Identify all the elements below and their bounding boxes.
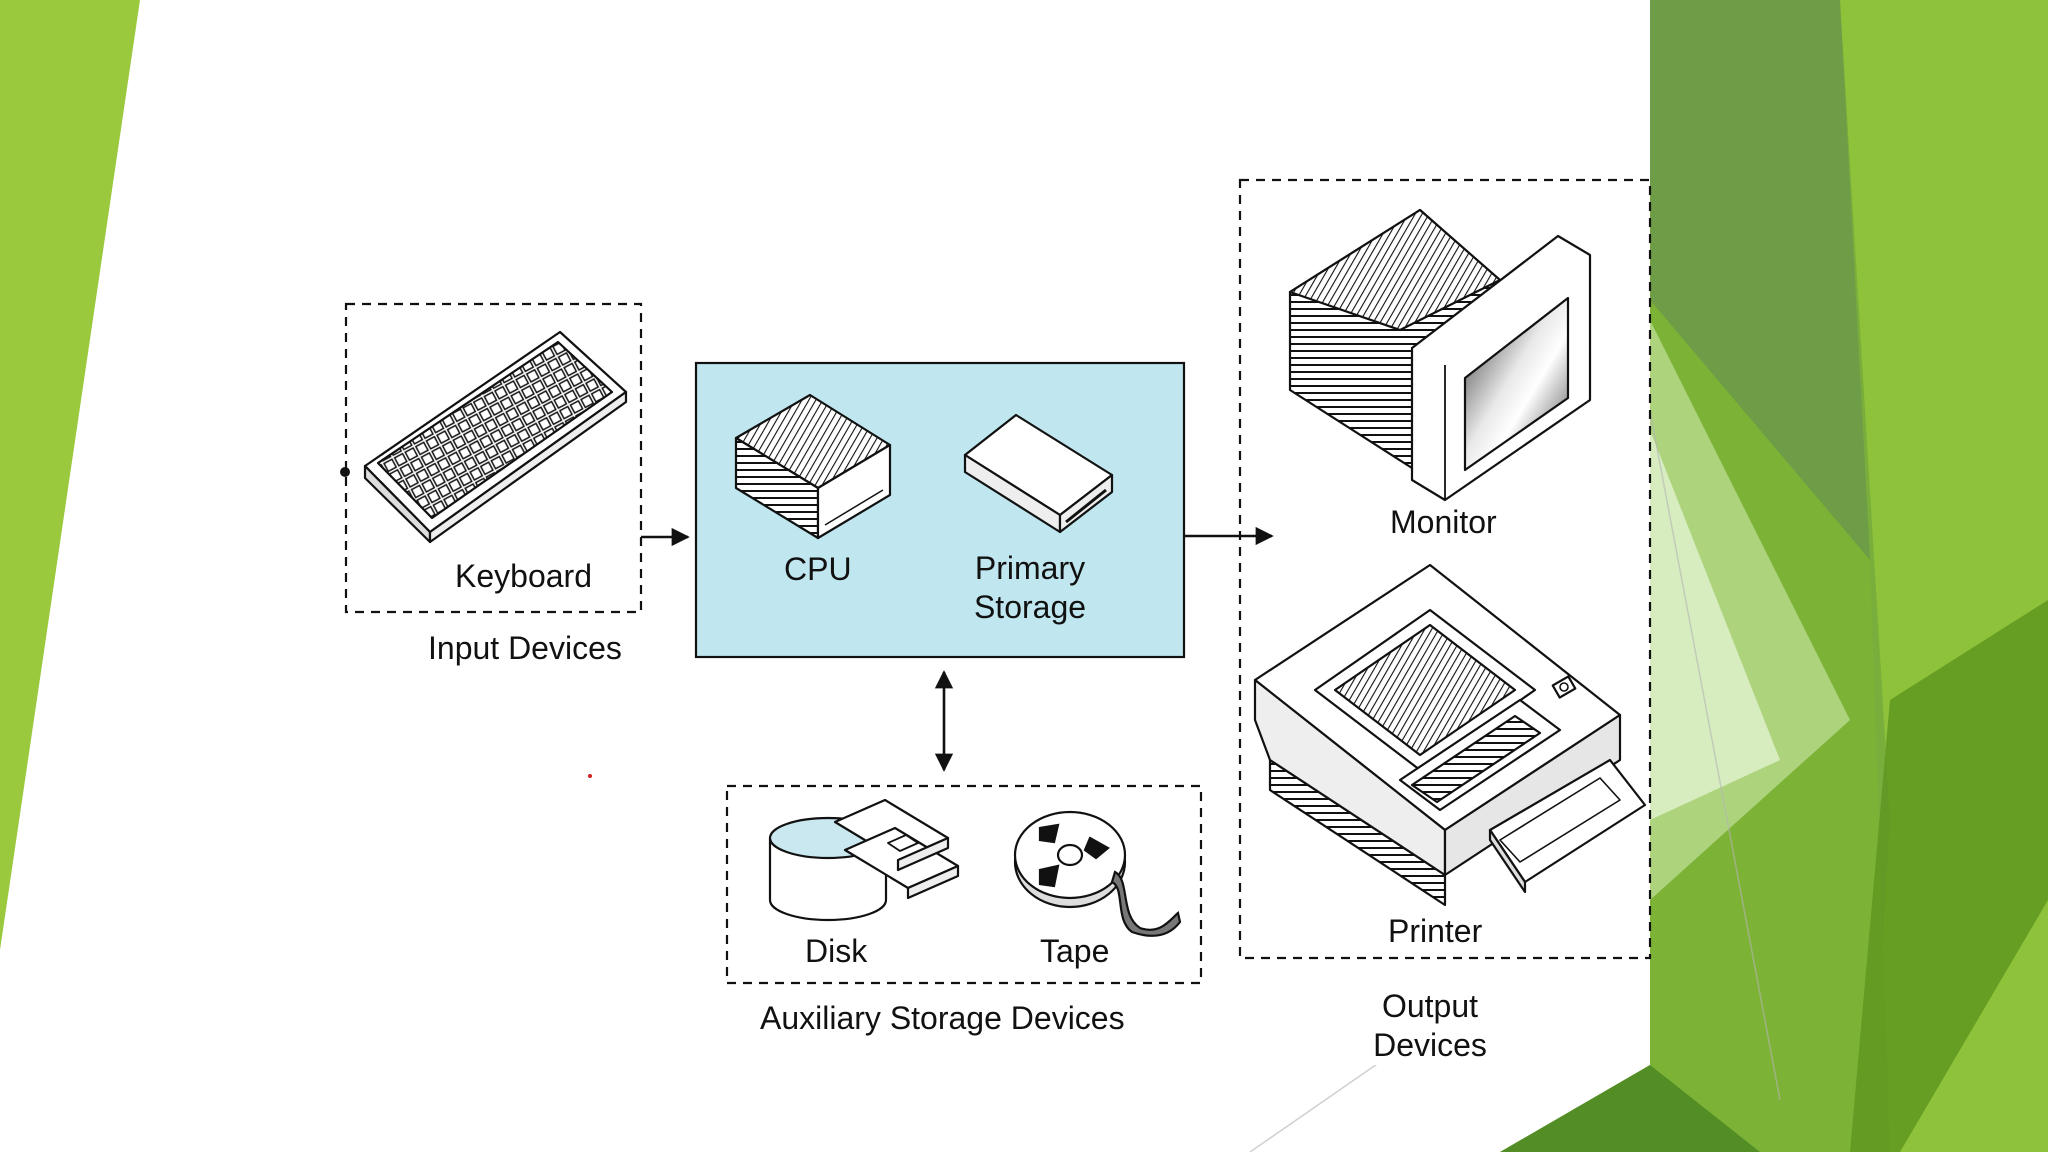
processing-unit-box	[694, 361, 1186, 659]
keyboard-label: Keyboard	[455, 558, 592, 594]
cpu-icon	[734, 393, 892, 540]
tape-label: Tape	[1040, 933, 1110, 969]
right-green-decoration	[1249, 0, 2048, 1152]
left-green-decoration	[0, 0, 140, 950]
printer-label: Printer	[1388, 913, 1483, 949]
output-devices-label-line2: Devices	[1373, 1027, 1487, 1064]
primary-storage-label: Primary Storage	[960, 549, 1100, 627]
floppy-icon	[833, 798, 960, 900]
cpu-label: CPU	[784, 551, 852, 587]
disk-label: Disk	[805, 933, 868, 969]
primary-storage-icon	[963, 413, 1114, 534]
output-devices-label-line1: Output	[1381, 988, 1479, 1024]
primary-storage-label-line1: Primary	[974, 550, 1086, 586]
primary-storage-label-line2: Storage	[973, 589, 1087, 626]
monitor-icon	[1288, 208, 1592, 502]
output-devices-label: Output Devices	[1355, 987, 1505, 1065]
printer-icon	[1253, 563, 1647, 907]
keyboard-icon	[363, 330, 628, 544]
input-devices-label: Input Devices	[428, 630, 622, 666]
tape-reel-icon	[1013, 810, 1182, 937]
output-devices-group	[1238, 178, 1652, 960]
input-group-port-dot	[340, 467, 350, 477]
monitor-label: Monitor	[1390, 504, 1497, 540]
input-devices-group	[344, 302, 643, 614]
auxiliary-storage-label: Auxiliary Storage Devices	[760, 1000, 1125, 1036]
stray-dot	[588, 774, 592, 778]
